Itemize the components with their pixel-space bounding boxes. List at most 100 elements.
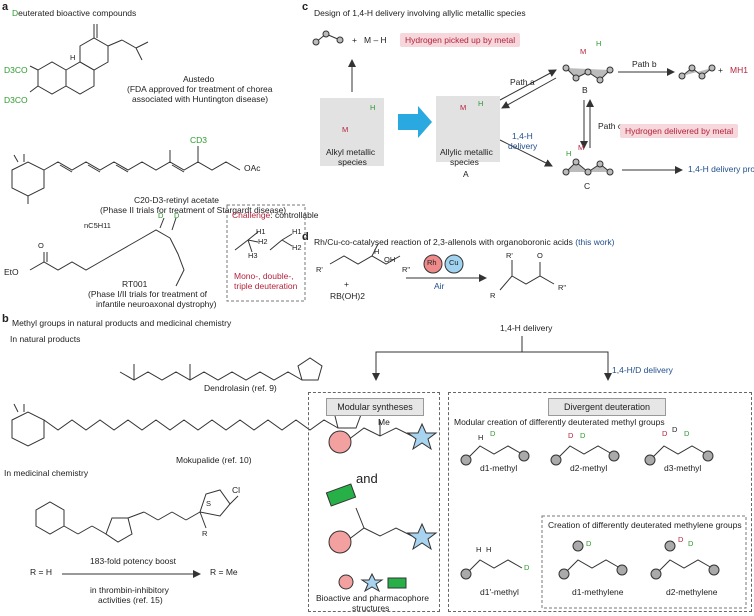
cl-label: Cl — [232, 485, 241, 495]
air-label: Air — [434, 281, 445, 291]
species-c-h-label: H — [566, 149, 572, 158]
d2-methyl-d1: D — [568, 431, 574, 440]
d1p-methyl-h2: H — [486, 545, 492, 554]
legend-green-rect — [387, 577, 407, 589]
cd3-label: CD3 — [190, 135, 208, 145]
alkyl-h-label: H — [370, 103, 376, 112]
h2-label: H2 — [258, 237, 268, 246]
allenol-h: H — [374, 247, 380, 256]
panel-a-title: Deuterated bioactive compounds — [12, 8, 137, 19]
d2-methyl-molecule — [550, 445, 620, 466]
challenge-mono: Mono-, double-, — [234, 271, 294, 281]
allylic-h-label: H — [478, 99, 484, 108]
path-b-label: Path b — [632, 59, 657, 69]
d3-methyl-d2: D — [672, 425, 678, 434]
branch-left-arrow — [372, 336, 523, 381]
alkyl-m-label: M — [342, 125, 349, 134]
d1-methyl-d: D — [490, 429, 496, 438]
d3co-label-2: D3CO — [4, 95, 28, 105]
pill-picked-up: Hydrogen picked up by metal — [400, 33, 521, 47]
branch-right-arrow — [522, 351, 612, 381]
austedo-desc-2: associated with Huntington disease) — [132, 94, 269, 104]
oac-label: OAc — [244, 163, 261, 173]
deuterium-label-2: D — [174, 211, 180, 220]
allylic-box — [436, 96, 500, 162]
challenge-box — [226, 204, 306, 302]
d2-methylene-d2: D — [688, 539, 694, 548]
carbonyl-o-label: O — [38, 241, 44, 250]
rt001-structure — [29, 217, 185, 287]
pentyl-label: nC5H11 — [84, 221, 111, 230]
species-b-m-label: M — [580, 47, 587, 56]
in-natural-products: In natural products — [10, 334, 81, 344]
retinyl-desc: (Phase II trials for treatment of Starga… — [100, 205, 287, 215]
h1b-label: H1 — [292, 227, 302, 236]
panel-b-label: b — [2, 313, 9, 325]
cu-label: Cu — [449, 258, 459, 267]
delivery-label-1: 1,4-H — [512, 131, 533, 141]
d3-methyl-d3: D — [684, 429, 690, 438]
modular-molecule-2 — [347, 507, 413, 541]
path-a-arrow — [499, 69, 557, 101]
title-rest: euterated bioactive compounds — [18, 8, 137, 18]
title-initial: D — [12, 8, 19, 18]
modular-header: Modular syntheses — [326, 398, 424, 416]
species-c-sketch — [562, 158, 614, 176]
allylic-m-label: M — [460, 103, 467, 112]
methylene-creation-label: Creation of differently deuterated methy… — [548, 520, 742, 530]
product-rprime: R' — [506, 251, 513, 260]
eto-label: EtO — [4, 267, 19, 277]
r-label: R — [202, 529, 208, 538]
rt001-name: RT001 — [122, 279, 148, 289]
d1-methyl-label: d1-methyl — [480, 463, 518, 473]
dendrolasin-structure — [119, 357, 323, 381]
allenol-rprime: R' — [316, 265, 323, 274]
product-b-sketch — [678, 64, 716, 80]
challenge-triple: triple deuteration — [234, 281, 298, 291]
allylic-label-1: Allylic metallic — [440, 147, 493, 157]
rt001-desc-2: infantile neuroaxonal dystrophy) — [96, 299, 217, 309]
d1-methyl-molecule — [460, 445, 530, 466]
reaction-plus: + — [344, 279, 349, 289]
product-o: O — [537, 251, 543, 260]
pink-circle-1 — [328, 430, 352, 454]
species-b-h-label: H — [596, 39, 602, 48]
plus-2: + — [718, 65, 723, 75]
retinyl-name: C20-D3-retinyl acetate — [134, 195, 220, 205]
cu-catalyst-circle — [444, 254, 464, 274]
mokupalide-label: Mokupalide (ref. 10) — [176, 455, 252, 465]
panel-b-title: Methyl groups in natural products and me… — [12, 318, 232, 328]
propene-sketch — [312, 30, 344, 46]
and-label: and — [356, 471, 378, 486]
challenge-text: Challenge: controllable — [232, 210, 318, 221]
boronic-acid: RB(OH)2 — [330, 291, 365, 301]
product-structure — [499, 260, 555, 291]
species-c-label: C — [584, 181, 591, 191]
challenge-word: Challenge — [232, 210, 271, 220]
delivery-14h: 1,4-H delivery — [500, 323, 553, 333]
d3-methyl-label: d3-methyl — [664, 463, 702, 473]
d1prime-methyl-molecule — [460, 559, 523, 580]
species-b-label: B — [582, 85, 588, 95]
d3-methyl-d1: D — [662, 429, 668, 438]
austedo-name: Austedo — [183, 74, 215, 84]
modular-molecule-1 — [347, 420, 413, 441]
bioactive-line-2: structures — [352, 603, 390, 613]
rh-catalyst-circle — [423, 254, 443, 274]
austedo-structure — [29, 24, 149, 95]
d1-methylene-d: D — [586, 539, 592, 548]
panel-c-label: c — [302, 1, 309, 13]
panel-d-title: Rh/Cu-co-catalysed reaction of 2,3-allen… — [314, 237, 615, 248]
panel-a-label: a — [2, 1, 9, 13]
d1p-methyl-h1: H — [476, 545, 482, 554]
d2-methylene-label: d2-methylene — [666, 587, 718, 597]
d3-methyl-molecule — [644, 445, 714, 466]
mh1-label: MH1 — [730, 65, 748, 75]
r-eq-me: R = Me — [210, 567, 238, 577]
rt001-desc-1: (Phase I/II trials for treatment of — [88, 289, 208, 299]
methylene-box — [541, 515, 747, 609]
retinyl-structure — [11, 146, 241, 204]
austedo-desc-1: (FDA approved for treatment of chorea — [127, 84, 273, 94]
plus-1: + — [352, 35, 357, 45]
